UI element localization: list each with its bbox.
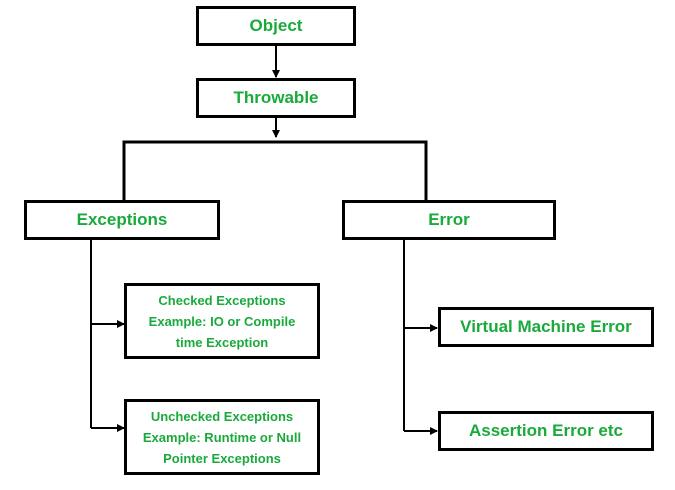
unchecked-line-2: Example: Runtime or Null [142, 429, 302, 445]
throwable-node: Throwable [196, 78, 356, 118]
exceptions-node: Exceptions [24, 200, 220, 240]
checked-line-1: Checked Exceptions [158, 292, 286, 308]
virtual-machine-error-node: Virtual Machine Error [438, 307, 654, 347]
checked-exceptions-node: Checked Exceptions Example: IO or Compil… [124, 283, 320, 359]
unchecked-exceptions-node: Unchecked Exceptions Example: Runtime or… [124, 399, 320, 475]
unchecked-line-3: Pointer Exceptions [163, 450, 281, 466]
branch-bar [122, 140, 428, 200]
object-node: Object [196, 6, 356, 46]
checked-line-2: Example: IO or Compile [148, 313, 296, 329]
checked-line-3: time Exception [175, 334, 269, 350]
unchecked-line-1: Unchecked Exceptions [150, 408, 294, 424]
error-node: Error [342, 200, 556, 240]
assertion-error-node: Assertion Error etc [438, 411, 654, 451]
